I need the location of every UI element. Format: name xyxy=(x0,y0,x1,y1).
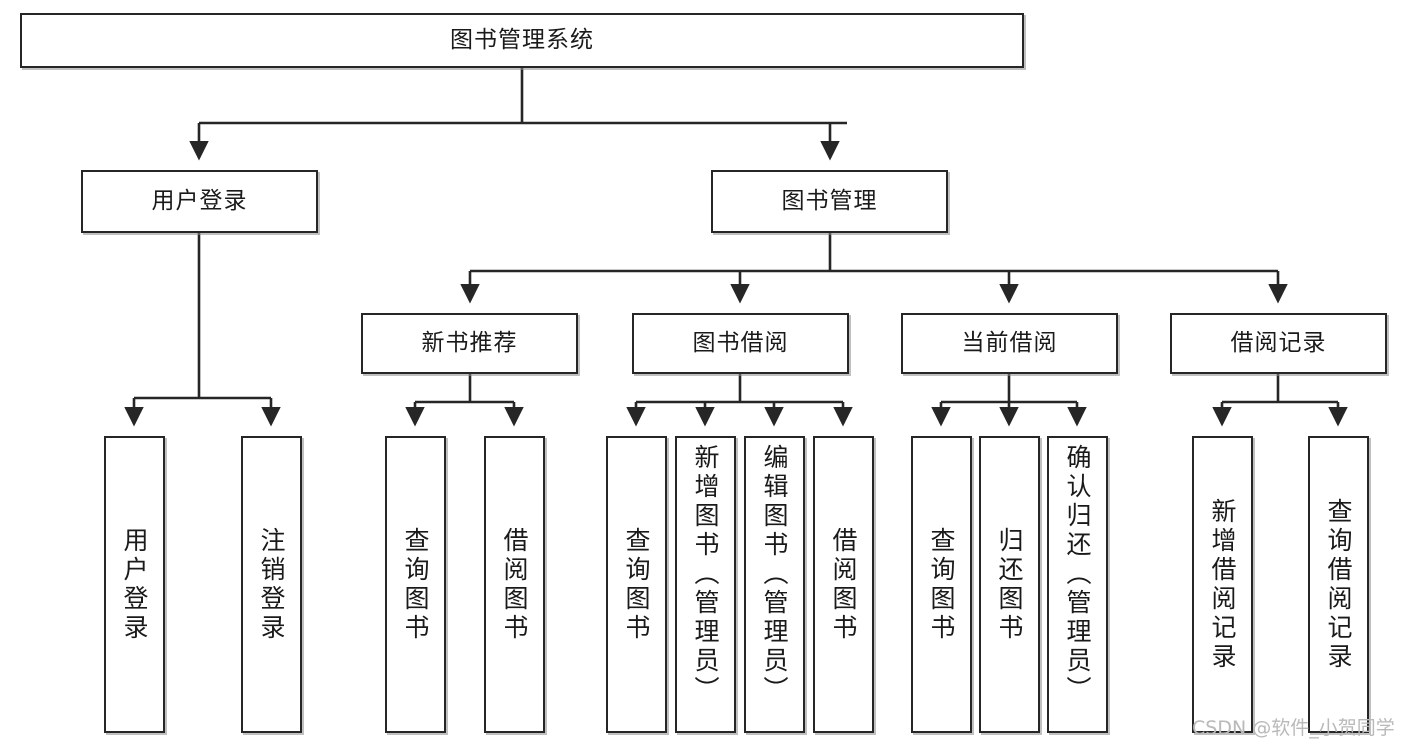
leaf-query-book-1-label: 查询图书 xyxy=(401,526,430,643)
node-user-login[interactable]: 用户登录 xyxy=(81,170,318,233)
leaf-logout-login-label: 注销登录 xyxy=(257,526,286,643)
leaf-confirm-return-label: 确认归还（管理员） xyxy=(1063,444,1092,705)
leaf-borrow-book-2-label: 借阅图书 xyxy=(829,526,858,643)
leaf-query-record[interactable]: 查询借阅记录 xyxy=(1308,436,1369,733)
leaf-add-record[interactable]: 新增借阅记录 xyxy=(1192,436,1253,733)
leaf-borrow-book-2[interactable]: 借阅图书 xyxy=(813,436,874,733)
node-user-login-label: 用户登录 xyxy=(151,188,248,215)
leaf-query-book-2-label: 查询图书 xyxy=(622,526,651,643)
leaf-return-book[interactable]: 归还图书 xyxy=(979,436,1040,733)
node-new-book-recommend[interactable]: 新书推荐 xyxy=(361,313,578,374)
leaf-query-book-2[interactable]: 查询图书 xyxy=(606,436,667,733)
node-current-borrow[interactable]: 当前借阅 xyxy=(901,313,1118,374)
node-root[interactable]: 图书管理系统 xyxy=(20,13,1024,68)
leaf-borrow-book-1-label: 借阅图书 xyxy=(500,526,529,643)
node-book-borrow[interactable]: 图书借阅 xyxy=(632,313,849,374)
node-borrow-record[interactable]: 借阅记录 xyxy=(1170,313,1387,374)
node-current-borrow-label: 当前借阅 xyxy=(961,330,1058,357)
leaf-edit-book-label: 编辑图书（管理员） xyxy=(760,444,789,705)
leaf-add-record-label: 新增借阅记录 xyxy=(1208,497,1237,672)
node-root-label: 图书管理系统 xyxy=(450,27,594,54)
leaf-return-book-label: 归还图书 xyxy=(995,526,1024,643)
node-book-borrow-label: 图书借阅 xyxy=(692,330,789,357)
leaf-query-book-3[interactable]: 查询图书 xyxy=(911,436,972,733)
leaf-query-record-label: 查询借阅记录 xyxy=(1324,497,1353,672)
csdn-watermark: CSDN @软件_小贺同学 xyxy=(1192,717,1395,739)
node-new-book-recommend-label: 新书推荐 xyxy=(421,330,518,357)
leaf-edit-book[interactable]: 编辑图书（管理员） xyxy=(744,436,805,733)
node-borrow-record-label: 借阅记录 xyxy=(1230,330,1327,357)
node-book-management-label: 图书管理 xyxy=(781,188,878,215)
leaf-logout-login[interactable]: 注销登录 xyxy=(241,436,302,733)
leaf-user-login-label: 用户登录 xyxy=(120,526,149,643)
leaf-borrow-book-1[interactable]: 借阅图书 xyxy=(484,436,545,733)
leaf-add-book[interactable]: 新增图书（管理员） xyxy=(675,436,736,733)
leaf-confirm-return[interactable]: 确认归还（管理员） xyxy=(1047,436,1108,733)
node-book-management[interactable]: 图书管理 xyxy=(711,170,948,233)
leaf-query-book-1[interactable]: 查询图书 xyxy=(385,436,446,733)
leaf-add-book-label: 新增图书（管理员） xyxy=(691,444,720,705)
leaf-query-book-3-label: 查询图书 xyxy=(927,526,956,643)
leaf-user-login[interactable]: 用户登录 xyxy=(104,436,165,733)
